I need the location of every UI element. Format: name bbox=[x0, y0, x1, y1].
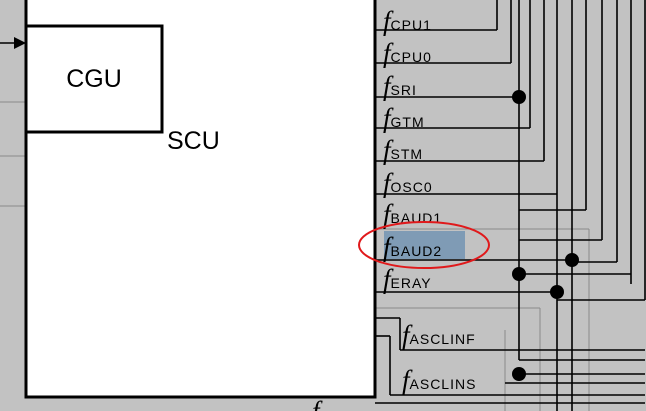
signal-label-cpu0: fCPU0 bbox=[383, 38, 432, 68]
junction-dot bbox=[512, 90, 526, 104]
signal-label-cpu1: fCPU1 bbox=[383, 6, 432, 36]
junction-dot bbox=[512, 367, 526, 381]
red-annotation-circle bbox=[358, 221, 490, 269]
baud2-highlight bbox=[384, 231, 465, 259]
cgu-block bbox=[24, 24, 164, 134]
signal-label-sri: fSRI bbox=[383, 71, 417, 101]
signal-label-asclins: fASCLINS bbox=[402, 365, 476, 395]
signal-label-asclinf: fASCLINF bbox=[402, 320, 476, 350]
signal-labels: fCPU1 fCPU0 fSRI fGTM fSTM fOSC0 fBAUD1 … bbox=[312, 6, 476, 411]
junction-dot bbox=[512, 267, 526, 281]
signal-label-stm: fSTM bbox=[383, 135, 423, 165]
signal-label-baud2: fBAUD2 bbox=[383, 232, 442, 262]
scu-label: SCU bbox=[167, 127, 220, 155]
signal-label-osc0: fOSC0 bbox=[383, 168, 433, 198]
signal-label-gtm: fGTM bbox=[383, 103, 425, 133]
arrow-right-icon bbox=[14, 37, 26, 49]
signal-label-cutoff: f bbox=[312, 396, 323, 411]
junction-dots bbox=[512, 90, 579, 381]
cgu-label: CGU bbox=[66, 65, 122, 93]
junction-dot bbox=[565, 253, 579, 267]
signal-label-eray: fERAY bbox=[383, 264, 432, 294]
junction-dot bbox=[550, 285, 564, 299]
